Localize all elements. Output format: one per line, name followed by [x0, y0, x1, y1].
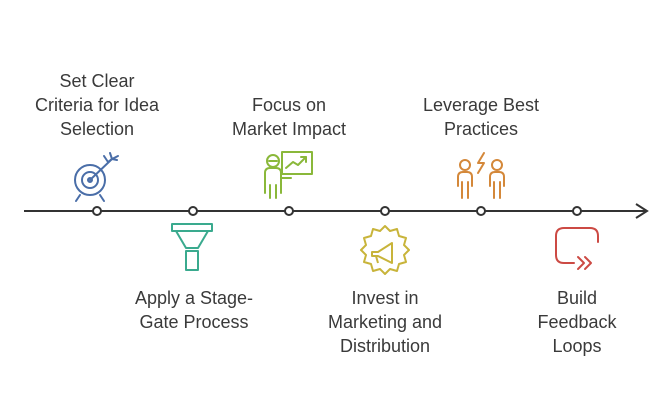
funnel-icon: [171, 223, 213, 271]
step-label-feedback-loops: Build Feedback Loops: [537, 288, 617, 356]
step-label-criteria: Set Clear Criteria for Idea Selection: [34, 71, 160, 139]
step-label-stage-gate: Apply a Stage- Gate Process: [134, 288, 254, 332]
step-label-marketing: Invest in Marketing and Distribution: [327, 288, 443, 356]
timeline-marker-4: [380, 206, 390, 216]
loop-arrow-icon: [555, 227, 599, 270]
timeline-marker-6: [572, 206, 582, 216]
step-label-market-impact: Focus on Market Impact: [231, 95, 347, 139]
timeline-marker-1: [92, 206, 102, 216]
step-label-best-practices: Leverage Best Practices: [422, 95, 540, 139]
megaphone-icon: [360, 225, 410, 275]
target-icon: [74, 152, 119, 202]
timeline-marker-5: [476, 206, 486, 216]
people-exchange-icon: [457, 152, 505, 199]
timeline-arrowhead: [635, 203, 649, 219]
timeline-marker-3: [284, 206, 294, 216]
timeline-marker-2: [188, 206, 198, 216]
presenter-chart-icon: [264, 151, 313, 199]
